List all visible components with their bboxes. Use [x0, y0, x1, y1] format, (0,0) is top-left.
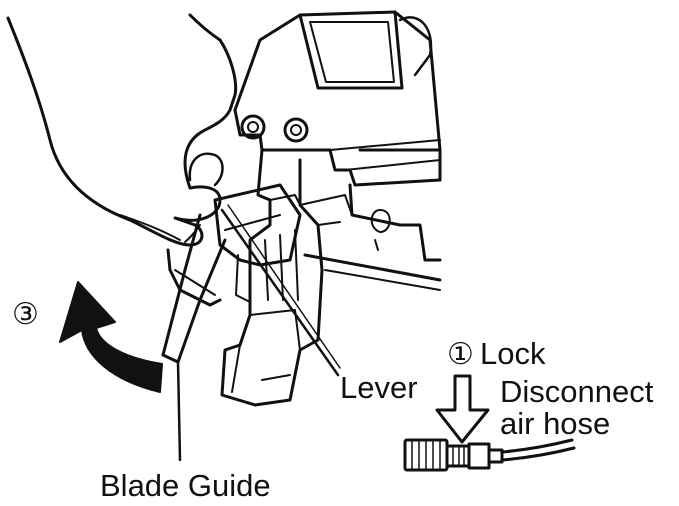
lock-label: Lock	[480, 336, 546, 371]
lever-label: Lever	[340, 370, 418, 405]
hand	[6, 13, 238, 247]
curved-arrow-up-left-icon	[59, 281, 163, 393]
screw-left	[240, 114, 266, 140]
lever	[213, 183, 302, 303]
step-1-marker: ①	[447, 337, 474, 372]
blade-guide-piece	[161, 213, 227, 364]
screw-right	[283, 117, 309, 143]
leader-lines	[176, 204, 341, 462]
air-hose-label: air hose	[500, 406, 611, 441]
tool-body	[233, 10, 442, 187]
step-3-marker: ③	[12, 297, 39, 332]
blade-guide-label: Blade Guide	[100, 468, 271, 503]
nose-assembly	[220, 148, 353, 407]
disconnect-label: Disconnect	[500, 374, 654, 409]
air-hose-coupler-icon	[403, 438, 576, 472]
hollow-down-arrow-icon	[435, 374, 490, 444]
magazine	[303, 148, 442, 291]
